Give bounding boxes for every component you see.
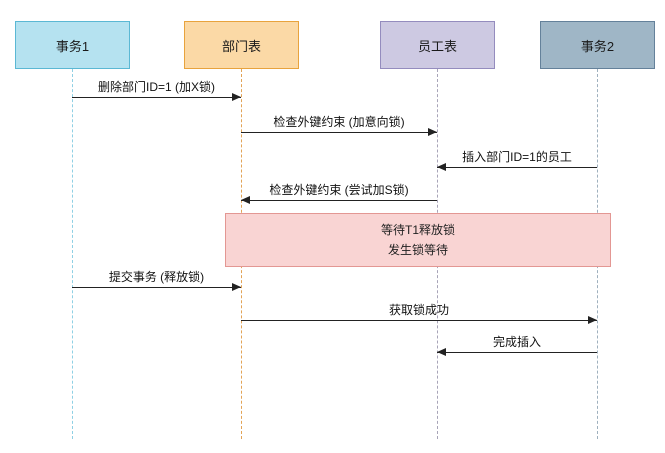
arrowhead-right-icon bbox=[428, 128, 437, 136]
actor-department-table: 部门表 bbox=[184, 21, 299, 69]
note-line1: 等待T1释放锁 bbox=[380, 222, 455, 237]
arrowhead-left-icon bbox=[437, 348, 446, 356]
msg-label: 检查外键约束 (尝试加S锁) bbox=[269, 183, 409, 197]
lifeline-transaction1 bbox=[72, 69, 73, 439]
lock-wait-note: 等待T1释放锁 发生锁等待 bbox=[225, 213, 611, 267]
arrowhead-right-icon bbox=[232, 93, 241, 101]
msg-label: 获取锁成功 bbox=[388, 303, 449, 317]
msg-label: 完成插入 bbox=[492, 335, 541, 349]
arrow-line bbox=[241, 320, 597, 321]
arrowhead-left-icon bbox=[241, 196, 250, 204]
actor-transaction2: 事务2 bbox=[540, 21, 655, 69]
msg-label: 提交事务 (释放锁) bbox=[108, 270, 205, 284]
msg-acquire-lock-success: 获取锁成功 bbox=[241, 303, 597, 324]
arrowhead-right-icon bbox=[232, 283, 241, 291]
actor-transaction1: 事务1 bbox=[15, 21, 130, 69]
arrow-line bbox=[241, 200, 437, 201]
actor-employee-table: 员工表 bbox=[380, 21, 495, 69]
arrow-line bbox=[437, 167, 597, 168]
msg-label: 删除部门ID=1 (加X锁) bbox=[97, 80, 215, 94]
arrowhead-left-icon bbox=[437, 163, 446, 171]
msg-label: 检查外键约束 (加意向锁) bbox=[273, 115, 405, 129]
msg-insert-complete: 完成插入 bbox=[437, 335, 597, 356]
msg-check-fk-intent-lock: 检查外键约束 (加意向锁) bbox=[241, 115, 437, 136]
msg-label: 插入部门ID=1的员工 bbox=[462, 150, 572, 164]
msg-check-fk-s-lock: 检查外键约束 (尝试加S锁) bbox=[241, 183, 437, 204]
msg-delete-dept: 删除部门ID=1 (加X锁) bbox=[72, 80, 241, 101]
msg-insert-employee: 插入部门ID=1的员工 bbox=[437, 150, 597, 171]
arrow-line bbox=[72, 97, 241, 98]
note-line2: 发生锁等待 bbox=[387, 243, 448, 257]
arrow-line bbox=[72, 287, 241, 288]
msg-commit-release-lock: 提交事务 (释放锁) bbox=[72, 270, 241, 291]
arrow-line bbox=[437, 352, 597, 353]
arrowhead-right-icon bbox=[588, 316, 597, 324]
arrow-line bbox=[241, 132, 437, 133]
